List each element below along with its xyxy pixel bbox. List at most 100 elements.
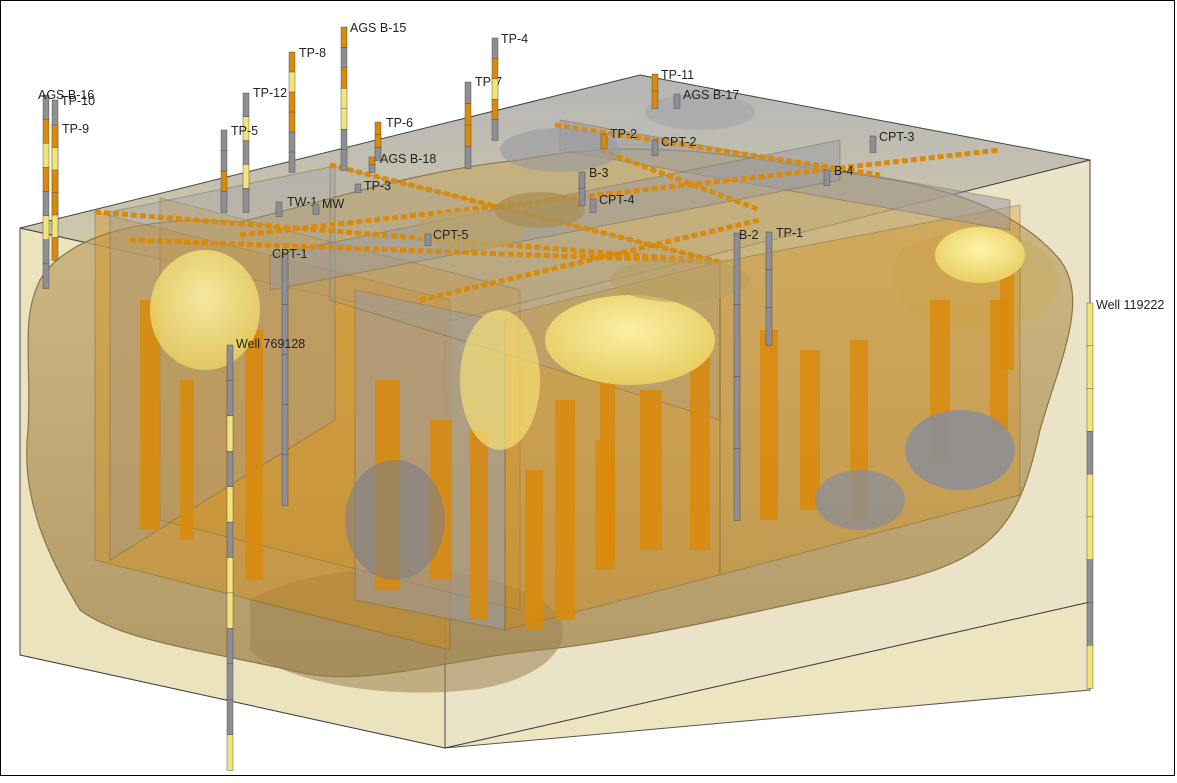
borehole-agsb17[interactable]: AGS B-17 (673, 88, 739, 109)
orange-unit-strip (640, 390, 662, 550)
borehole-interval (464, 103, 472, 126)
orange-unit-strip (1000, 270, 1014, 370)
borehole-tp10[interactable]: TP-10 (51, 94, 95, 231)
borehole-label: CPT-2 (661, 135, 696, 149)
borehole-interval (823, 169, 831, 186)
borehole-interval (42, 239, 50, 265)
borehole-interval (51, 147, 59, 171)
borehole-label: B-2 (739, 228, 759, 242)
borehole-interval (374, 134, 382, 149)
borehole-interval (1086, 602, 1094, 646)
borehole-interval (651, 90, 659, 109)
borehole-interval (464, 124, 472, 148)
fence-top-line (554, 122, 881, 178)
borehole-interval (491, 78, 499, 100)
grey-lens (645, 94, 755, 130)
borehole-interval (42, 143, 50, 169)
borehole-label: TP-9 (62, 122, 89, 136)
borehole-tp9[interactable]: TP-9 (51, 122, 89, 261)
borehole-b2[interactable]: B-2 (733, 228, 759, 521)
borehole-interval (220, 150, 228, 172)
borehole-label: TP-12 (253, 86, 287, 100)
borehole-cpt2[interactable]: CPT-2 (651, 135, 696, 156)
borehole-interval (1086, 431, 1094, 475)
grey-lens (905, 410, 1015, 490)
borehole-interval (733, 304, 741, 378)
borehole-agsb15[interactable]: AGS B-15 (340, 21, 406, 171)
borehole-tp6[interactable]: TP-6 (374, 116, 413, 161)
borehole-interval (651, 73, 659, 92)
borehole-cpt4[interactable]: CPT-4 (589, 193, 634, 213)
borehole-interval (733, 376, 741, 449)
borehole-label: TP-3 (364, 179, 391, 193)
borehole-well769128[interactable]: Well 769128 (226, 337, 305, 771)
borehole-label: B-3 (589, 166, 609, 180)
fence-top-line (239, 147, 1001, 238)
borehole-interval (651, 139, 659, 156)
borehole-b3[interactable]: B-3 (578, 166, 609, 206)
orange-unit-strip (245, 330, 263, 580)
borehole-tp11[interactable]: TP-11 (651, 68, 694, 109)
borehole-interval (51, 124, 59, 149)
borehole-interval (281, 354, 289, 406)
borehole-interval (491, 119, 499, 141)
borehole-label: TP-8 (299, 46, 326, 60)
orange-unit-strip (760, 330, 778, 520)
orange-unit-strip (595, 440, 615, 570)
borehole-interval (578, 171, 586, 190)
borehole-interval (1086, 559, 1094, 604)
borehole-label: TP-4 (501, 32, 528, 46)
borehole-well119222[interactable]: Well 119222 (1086, 298, 1164, 689)
borehole-label: AGS B-16 (38, 88, 94, 102)
borehole-interval (340, 67, 348, 89)
borehole-interval (42, 191, 50, 217)
borehole-interval (242, 140, 250, 166)
borehole-interval (340, 108, 348, 130)
borehole-agsb18[interactable]: AGS B-18 (368, 152, 436, 173)
borehole-tp4[interactable]: TP-4 (491, 32, 528, 141)
borehole-interval (288, 131, 296, 153)
borehole-interval (42, 118, 50, 144)
borehole-tp3[interactable]: TP-3 (354, 179, 391, 193)
borehole-interval (281, 253, 289, 305)
borehole-label: TP-11 (661, 68, 694, 82)
borehole-label: AGS B-15 (350, 21, 406, 35)
borehole-mw[interactable]: MW (312, 197, 344, 215)
borehole-interval (340, 26, 348, 49)
borehole-interval (51, 192, 59, 216)
borehole-tp2[interactable]: TP-2 (600, 127, 637, 149)
borehole-interval (312, 203, 320, 215)
borehole-agsb16[interactable]: AGS B-16 (38, 88, 94, 289)
borehole-interval (288, 151, 296, 173)
borehole-tw1[interactable]: TW-1 (275, 195, 317, 217)
borehole-interval (226, 521, 234, 559)
borehole-label: TP-10 (61, 94, 95, 108)
soil-disc (495, 192, 585, 228)
borehole-b4[interactable]: B-4 (823, 164, 854, 186)
borehole-interval (226, 734, 234, 771)
borehole-interval (1086, 345, 1094, 390)
borehole-tp12[interactable]: TP-12 (242, 86, 287, 213)
yellow-lens (460, 310, 540, 450)
borehole-label: TP-6 (386, 116, 413, 130)
borehole-interval (288, 71, 296, 93)
borehole-cpt1[interactable]: CPT-1 (272, 247, 307, 506)
borehole-interval (226, 344, 234, 382)
borehole-cpt3[interactable]: CPT-3 (869, 130, 914, 153)
borehole-interval (765, 231, 773, 271)
borehole-tp5[interactable]: TP-5 (220, 124, 258, 213)
borehole-label: CPT-4 (599, 193, 634, 207)
yellow-lens (545, 295, 715, 385)
borehole-label: TP-2 (610, 127, 637, 141)
borehole-tp8[interactable]: TP-8 (288, 46, 326, 173)
orange-unit-strip (800, 350, 820, 510)
borehole-interval (226, 557, 234, 594)
borehole-interval (51, 214, 59, 239)
borehole-cpt5[interactable]: CPT-5 (424, 228, 468, 246)
borehole-interval (51, 99, 59, 127)
borehole-label: CPT-1 (272, 247, 307, 261)
borehole-interval (288, 91, 296, 113)
borehole-tp1[interactable]: TP-1 (765, 226, 803, 346)
